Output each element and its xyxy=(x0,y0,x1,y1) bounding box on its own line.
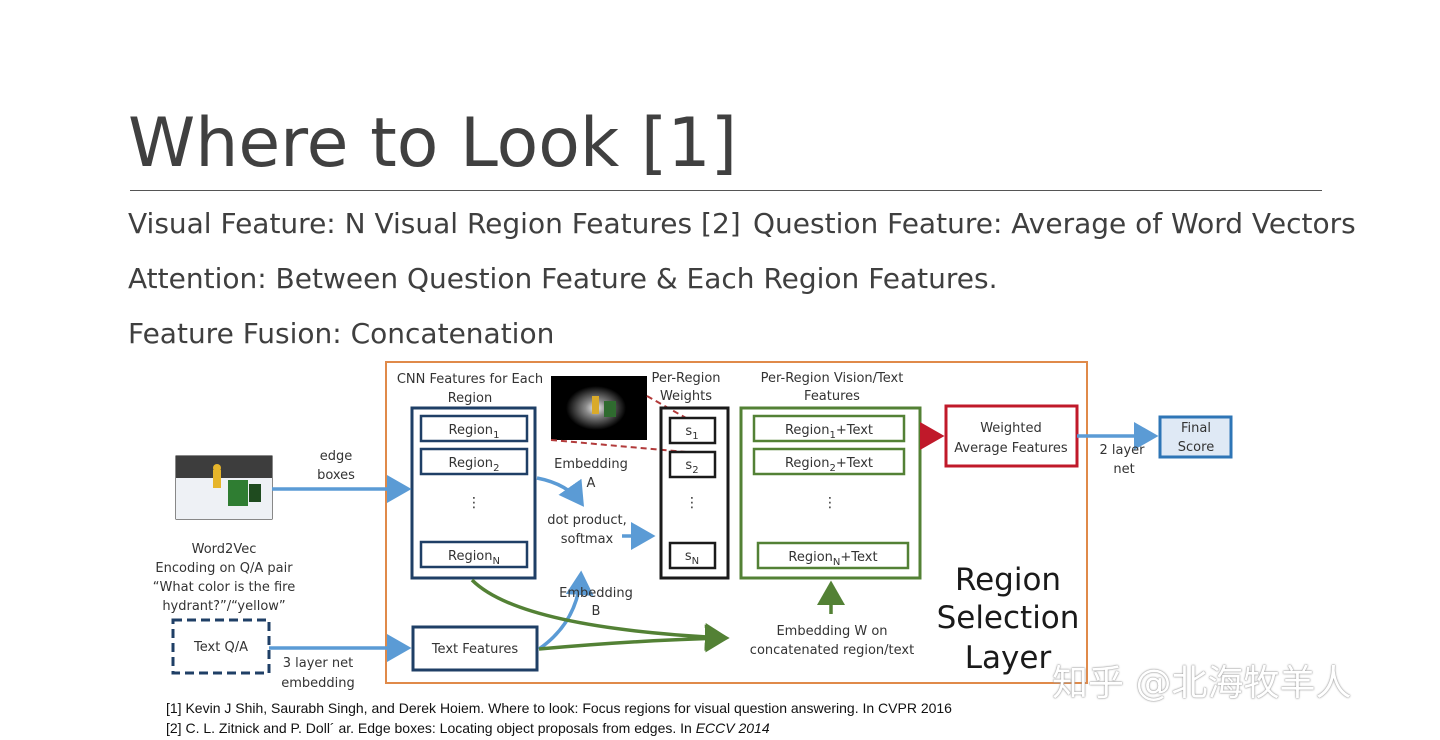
weighted-label-1: Weighted xyxy=(980,421,1042,436)
vt-region-2-box xyxy=(752,447,906,476)
weight-s2-box xyxy=(668,450,717,479)
weight-sn-box xyxy=(668,541,717,570)
dot-product-label-2: softmax xyxy=(561,532,614,547)
reference-2-venue: ECCV 2014 xyxy=(695,720,770,736)
title-divider xyxy=(130,190,1322,191)
embedding-w-label-1: Embedding W on xyxy=(776,624,887,639)
fusion-line: Feature Fusion: Concatenation xyxy=(128,317,555,350)
region-ellipsis: ⋮ xyxy=(467,495,481,511)
embedding-a-label-1: Embedding xyxy=(554,457,628,472)
region-2-box xyxy=(419,447,529,476)
weight-s1-box xyxy=(668,416,717,445)
final-score-label-2: Score xyxy=(1178,440,1214,455)
vt-region-n-label: RegionN+Text xyxy=(788,550,877,568)
text-qa-label: Text Q/A xyxy=(193,640,248,655)
cnn-header-line1: CNN Features for Each xyxy=(397,372,543,387)
weights-header-1: Per-Region xyxy=(651,371,720,386)
word2vec-line2: Encoding on Q/A pair xyxy=(155,561,293,576)
two-layer-label-2: net xyxy=(1113,462,1134,477)
text-qa-box xyxy=(171,618,271,675)
vt-ellipsis: ⋮ xyxy=(823,495,837,511)
region-2-label: Region2 xyxy=(449,456,500,474)
vt-region-2-label: Region2+Text xyxy=(785,456,873,474)
embedding-a-label-2: A xyxy=(587,476,596,491)
final-score-box xyxy=(1158,415,1233,459)
cnn-features-box xyxy=(410,406,537,580)
embedding-b-label-2: B xyxy=(592,604,601,619)
weights-header-2: Weights xyxy=(660,389,712,404)
three-layer-label-2: embedding xyxy=(281,676,355,691)
dot-product-label-1: dot product, xyxy=(547,513,627,528)
embedding-b-arrow xyxy=(538,570,594,651)
region-selection-frame xyxy=(385,361,1088,684)
edge-boxes-label-2: boxes xyxy=(317,468,355,483)
weighted-average-box xyxy=(944,404,1079,468)
region-n-label: RegionN xyxy=(448,549,500,567)
watermark: 知乎 @北海牧羊人 xyxy=(1052,663,1352,704)
region-1-label: Region1 xyxy=(449,423,500,441)
weights-box xyxy=(659,406,730,580)
vt-header-2: Features xyxy=(804,389,860,404)
weight-s1-label: s1 xyxy=(685,424,698,442)
cnn-header-line2: Region xyxy=(448,391,493,406)
rsl-line3: Layer xyxy=(965,640,1052,676)
weighted-label-2: Average Features xyxy=(954,441,1068,456)
word2vec-line1: Word2Vec xyxy=(192,542,257,557)
slide-title: Where to Look [1] xyxy=(128,104,738,183)
weight-s2-label: s2 xyxy=(685,458,698,476)
region-to-fusion-arrow xyxy=(470,578,730,651)
embedding-w-label-2: concatenated region/text xyxy=(750,643,914,658)
vt-features-box xyxy=(739,406,922,580)
question-feature-line: Question Feature: Average of Word Vector… xyxy=(753,207,1356,240)
attention-line: Attention: Between Question Feature & Ea… xyxy=(128,262,998,295)
rsl-line1: Region xyxy=(955,562,1061,598)
input-photo xyxy=(175,455,273,520)
rsl-line2: Selection xyxy=(937,600,1080,636)
region-n-box xyxy=(419,540,529,569)
embedding-a-arrow xyxy=(536,476,585,507)
vt-region-n-box xyxy=(756,541,910,570)
word2vec-line3: “What color is the fire xyxy=(153,580,295,595)
text-features-box xyxy=(411,625,539,672)
text-to-fusion-arrow xyxy=(538,624,730,653)
text-features-label: Text Features xyxy=(431,642,519,657)
final-score-label-1: Final xyxy=(1181,421,1211,436)
vt-region-1-box xyxy=(752,414,906,443)
vt-region-1-label: Region1+Text xyxy=(785,423,873,441)
reference-2: [2] C. L. Zitnick and P. Doll´ ar. Edge … xyxy=(166,719,770,737)
edge-boxes-label-1: edge xyxy=(320,449,353,464)
weights-ellipsis: ⋮ xyxy=(685,495,699,511)
vt-header-1: Per-Region Vision/Text xyxy=(761,371,904,386)
word2vec-line4: hydrant?”/“yellow” xyxy=(162,599,285,614)
attention-map-image xyxy=(551,376,647,440)
weight-sn-label: sN xyxy=(685,549,699,567)
embedding-b-label-1: Embedding xyxy=(559,586,633,601)
reference-1: [1] Kevin J Shih, Saurabh Singh, and Der… xyxy=(166,700,952,716)
reference-2-main: [2] C. L. Zitnick and P. Doll´ ar. Edge … xyxy=(166,720,696,736)
three-layer-label-1: 3 layer net xyxy=(283,656,353,671)
region-1-box xyxy=(419,414,529,443)
two-layer-label-1: 2 layer xyxy=(1099,443,1145,458)
visual-feature-line: Visual Feature: N Visual Region Features… xyxy=(128,207,741,240)
